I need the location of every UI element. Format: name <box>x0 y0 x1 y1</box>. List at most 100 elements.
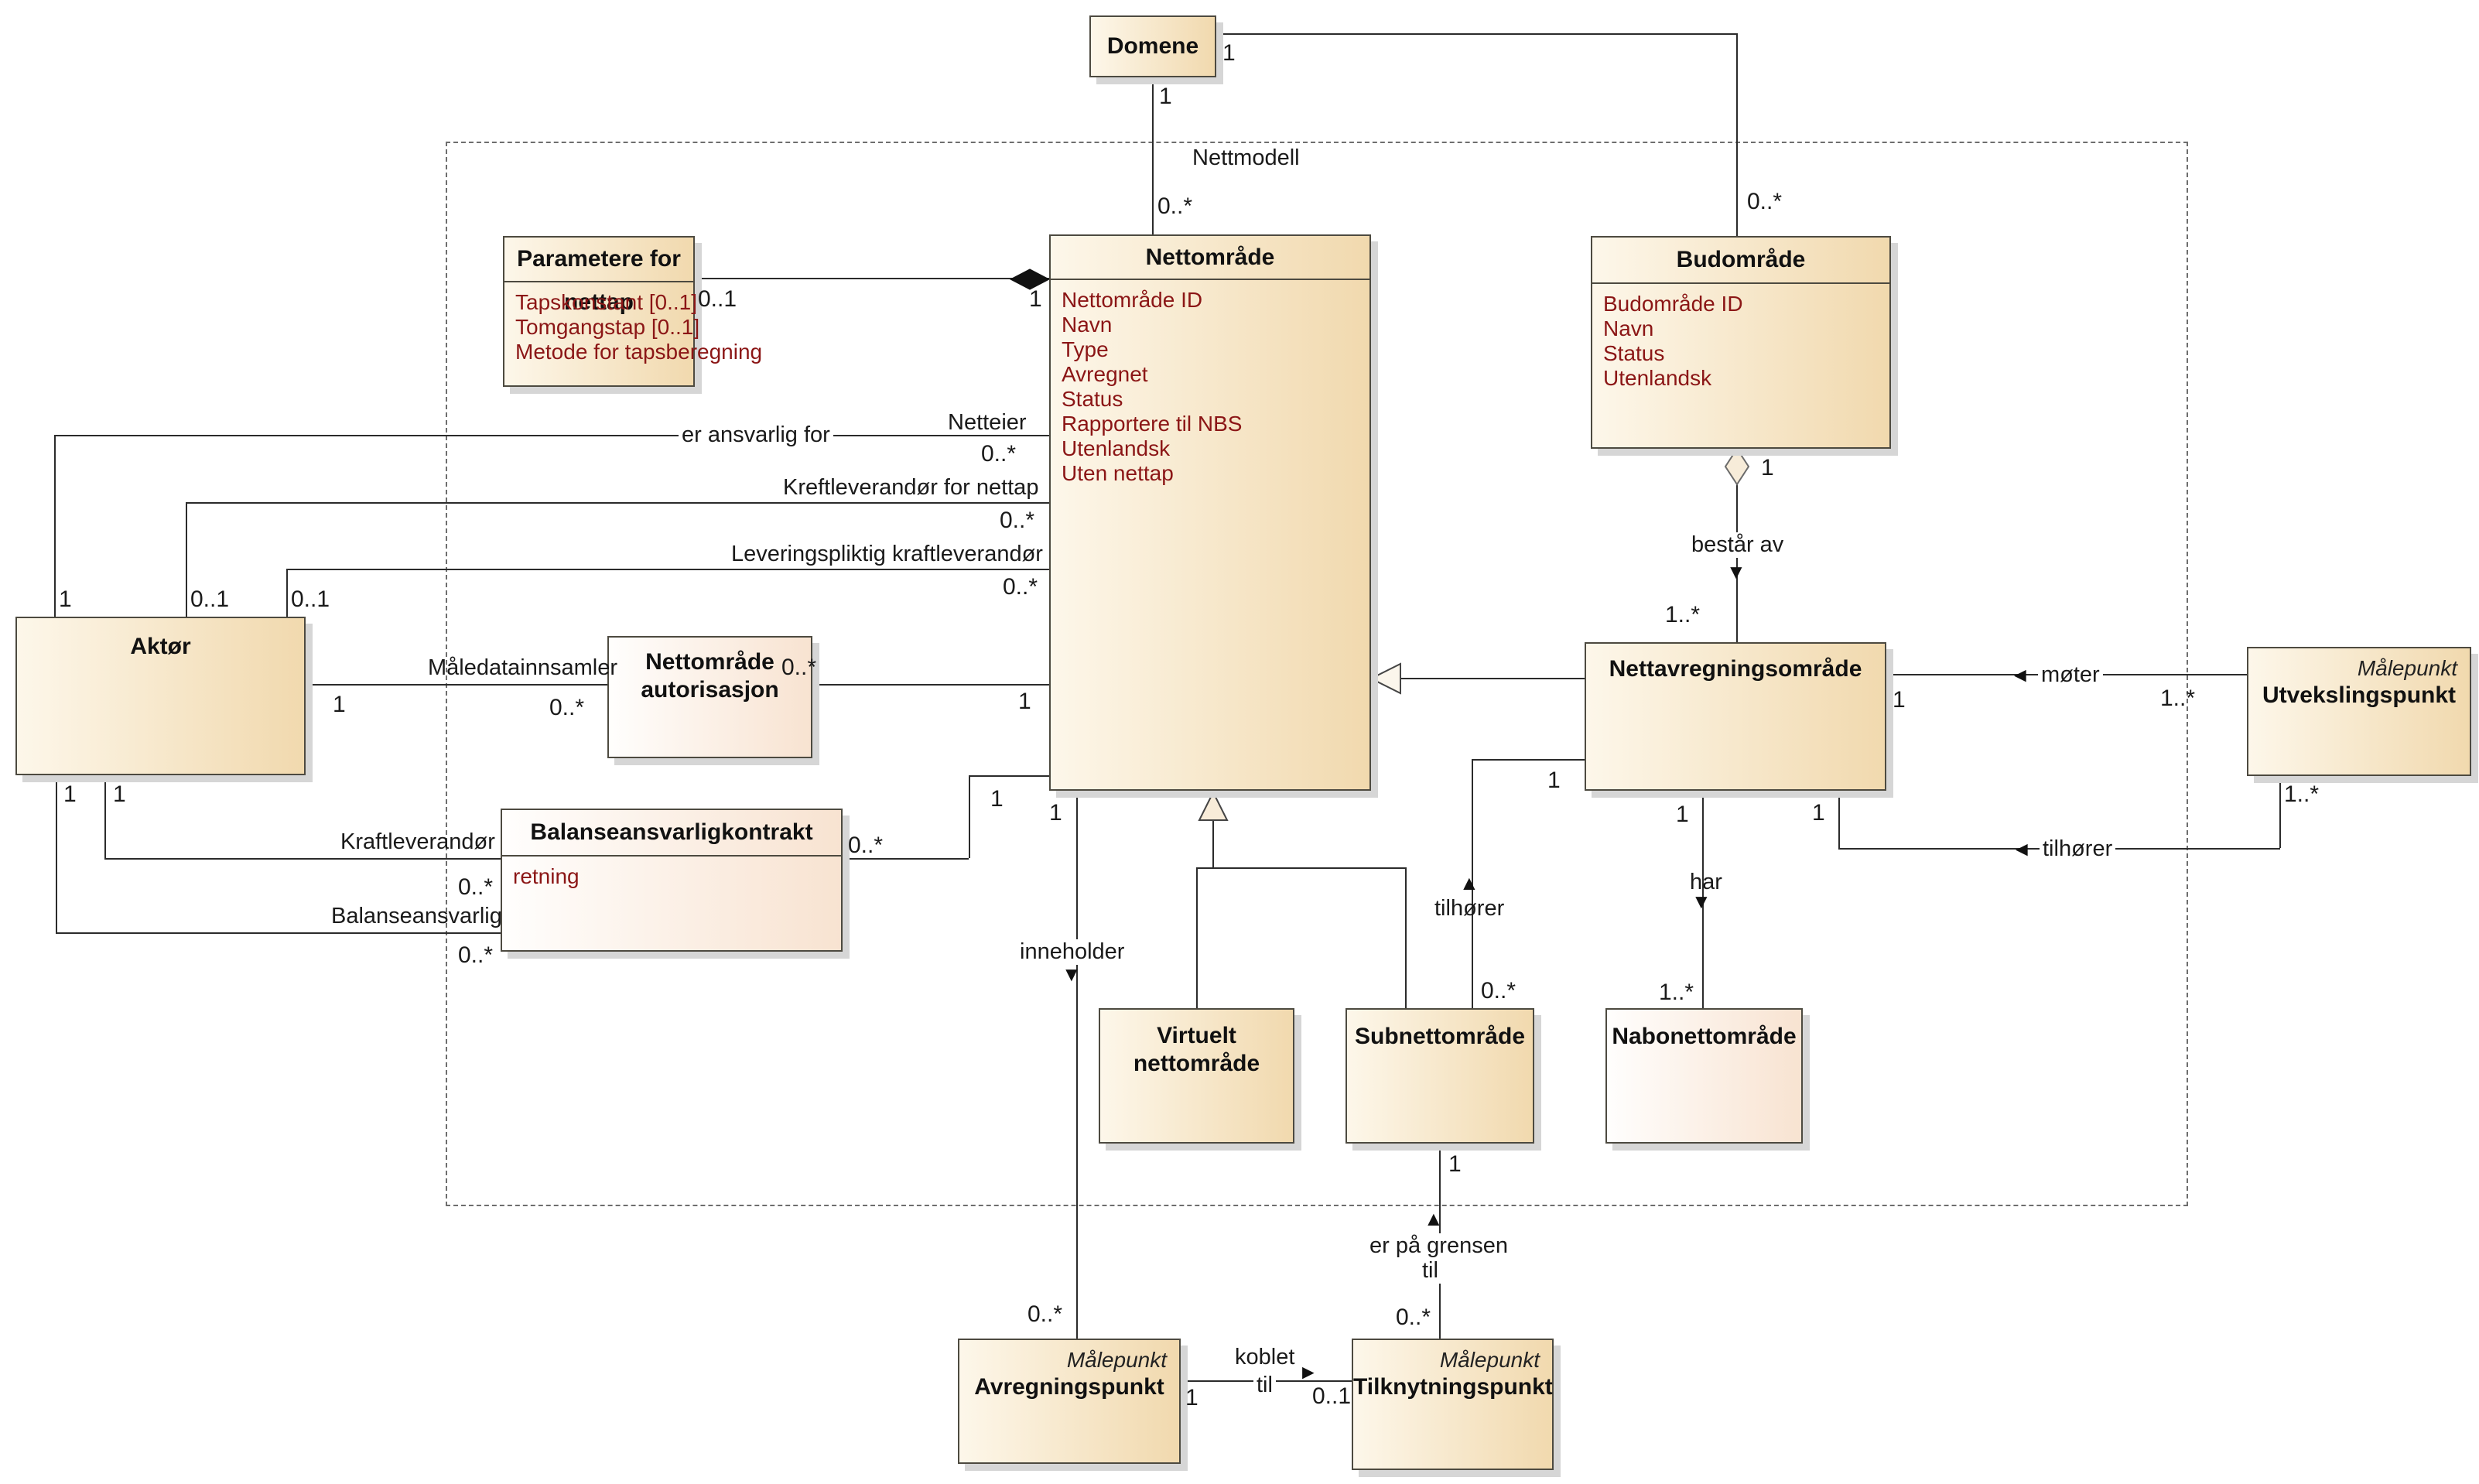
multiplicity: 0..* <box>549 695 585 720</box>
association-line-segment <box>1152 77 1154 234</box>
class-title: Balanseansvarligkontrakt <box>502 810 841 857</box>
multiplicity: 1 <box>1029 286 1042 312</box>
association-label: Leveringspliktig kraftleverandør <box>731 542 1043 566</box>
class-title: Nettområde autorisasjon <box>641 649 779 703</box>
association-line-segment <box>186 502 187 617</box>
multiplicity: 0..* <box>1003 574 1038 600</box>
association-label: møter <box>2038 662 2103 688</box>
association-line-segment <box>1736 483 1738 642</box>
multiplicity: 1 <box>113 781 126 807</box>
attribute: Metode for tapsberegning <box>515 340 763 364</box>
association-label: til <box>1419 1258 1441 1284</box>
attribute-list: Budområde ID Navn Status Utenlandsk <box>1592 284 1889 391</box>
multiplicity: 1 <box>1159 84 1172 109</box>
association-line-segment <box>1076 791 1078 1339</box>
association-line-segment <box>104 775 106 858</box>
attribute: Status <box>1062 387 1123 411</box>
association-line-segment <box>969 775 970 858</box>
class-stereotype: Målepunkt <box>2357 656 2457 680</box>
attribute: retning <box>513 864 580 888</box>
attribute-list: Tapskonstant [0..1] Tomgangstap [0..1] M… <box>504 282 763 364</box>
association-label: tilhører <box>1434 896 1505 921</box>
multiplicity: 1 <box>1448 1151 1462 1177</box>
multiplicity: 1 <box>1185 1385 1198 1410</box>
class-nabonettomrade: Nabonettområde <box>1605 1008 1803 1144</box>
class-domene: Domene <box>1089 15 1216 77</box>
class-title: Nettavregningsområde <box>1609 656 1862 682</box>
class-aktor: Aktør <box>15 617 306 775</box>
class-title: Budområde <box>1592 238 1889 284</box>
generalization-line-segment <box>1196 867 1407 869</box>
class-budomrade: Budområde Budområde ID Navn Status Utenl… <box>1591 236 1891 449</box>
multiplicity: 1 <box>1676 802 1689 827</box>
association-label: Måledatainnsamler <box>428 655 618 680</box>
class-title: Nabonettområde <box>1612 1024 1797 1049</box>
attribute: Tapskonstant [0..1] <box>515 290 698 314</box>
arrow-left-icon: ◄ <box>2012 837 2032 860</box>
attribute: Navn <box>1062 313 1113 337</box>
multiplicity: 1 <box>1893 687 1906 713</box>
association-line-segment <box>1216 33 1737 35</box>
role-label: Kraftleverandør <box>340 829 495 854</box>
class-title: Nettområde <box>1051 236 1369 280</box>
arrow-left-icon: ◄ <box>2010 663 2030 686</box>
association-line-segment <box>54 435 1049 436</box>
association-line-segment <box>186 502 1049 504</box>
class-tilknytningspunkt: Målepunkt Tilknytningspunkt <box>1352 1339 1554 1470</box>
class-nettavregningsomrade: Nettavregningsområde <box>1585 642 1886 791</box>
class-balanseansvarligkontrakt: Balanseansvarligkontrakt retning <box>501 809 843 952</box>
association-line-segment <box>1472 759 1585 761</box>
class-parametere-for-nettap: Parametere for nettap Tapskonstant [0..1… <box>503 236 763 387</box>
association-line-segment <box>286 569 1049 570</box>
multiplicity: 1 <box>1761 455 1774 480</box>
multiplicity: 1 <box>1018 689 1031 714</box>
class-stereotype: Målepunkt <box>1066 1348 1167 1372</box>
class-utvekslingspunkt: Målepunkt Utvekslingspunkt <box>2247 647 2471 776</box>
multiplicity: 1 <box>1547 768 1561 793</box>
generalization-triangle-icon <box>1198 791 1229 821</box>
association-label: til <box>1253 1373 1276 1398</box>
multiplicity: 0..1 <box>1312 1383 1352 1409</box>
multiplicity: 1..* <box>2284 781 2320 807</box>
attribute: Status <box>1603 341 1665 365</box>
attribute: Navn <box>1603 316 1654 340</box>
association-label: er på grensen <box>1366 1233 1511 1259</box>
role-label: Netteier <box>948 410 1027 435</box>
attribute: Budområde ID <box>1603 292 1743 316</box>
multiplicity: 1 <box>1812 800 1825 826</box>
multiplicity: 0..1 <box>291 586 330 612</box>
association-line-segment <box>1702 791 1704 1008</box>
multiplicity: 0..* <box>848 833 884 858</box>
multiplicity: 0..* <box>981 441 1017 467</box>
multiplicity: 0..* <box>781 655 817 680</box>
association-label: koblet <box>1235 1345 1295 1369</box>
association-label: Kreftleverandør for nettap <box>783 475 1039 500</box>
association-line-segment <box>56 775 57 932</box>
generalization-line-segment <box>1212 819 1214 867</box>
class-virtuelt-nettomrade: Virtuelt nettområde <box>1099 1008 1294 1144</box>
class-title: Virtuelt nettområde <box>1133 1023 1260 1076</box>
multiplicity: 1 <box>333 692 346 717</box>
association-label: tilhører <box>2040 836 2116 862</box>
attribute: Type <box>1062 337 1109 361</box>
attribute: Uten nettap <box>1062 461 1174 485</box>
class-title: Domene <box>1106 33 1199 59</box>
multiplicity: 1..* <box>2160 686 2196 711</box>
association-label: inneholder <box>1017 939 1128 965</box>
class-nettomrade: Nettområde Nettområde ID Navn Type Avreg… <box>1049 234 1371 791</box>
class-title: Parametere for nettap <box>504 238 693 315</box>
class-title: Tilknytningspunkt <box>1353 1374 1553 1400</box>
arrow-down-icon: ▼ <box>1062 963 1082 986</box>
generalization-line-segment <box>1196 867 1198 1008</box>
multiplicity: 0..1 <box>190 586 230 612</box>
multiplicity: 0..* <box>1000 508 1035 533</box>
multiplicity: 0..* <box>1747 189 1783 214</box>
generalization-line-segment <box>1405 867 1407 1008</box>
class-title: Subnettområde <box>1354 1024 1526 1049</box>
multiplicity: 0..* <box>1481 978 1516 1004</box>
generalization-line-segment <box>1399 678 1585 679</box>
association-label: har <box>1690 870 1722 894</box>
association-line-segment <box>843 858 969 860</box>
multiplicity: 0..1 <box>698 286 737 312</box>
